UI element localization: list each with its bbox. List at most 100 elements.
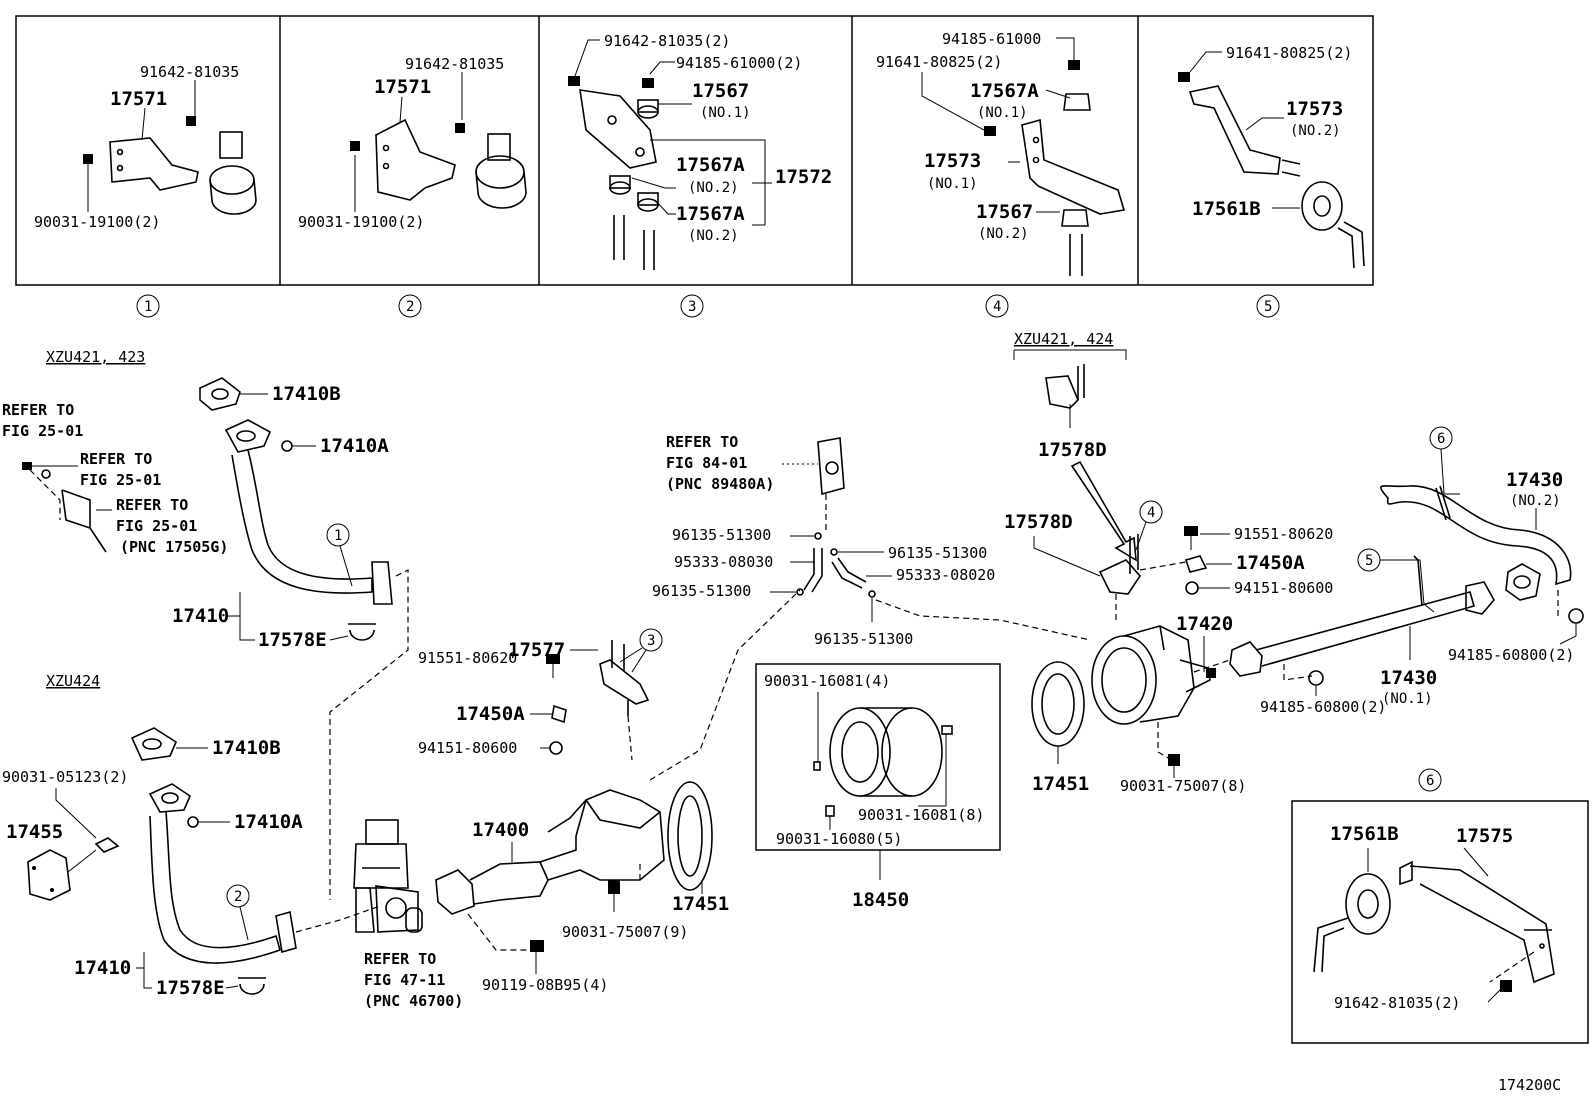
part-label: 90031-16081(8) xyxy=(858,806,984,824)
label: 94185-61000(2) xyxy=(676,54,802,72)
part-label: 90031-75007(9) xyxy=(562,923,688,941)
panel-index: 1 xyxy=(144,299,152,315)
part-label: 96135-51300 xyxy=(672,526,771,544)
panel-4: 94185-61000 91641-80825(2) 17567A (NO.1)… xyxy=(876,30,1126,276)
label: 91642-81035 xyxy=(405,55,504,73)
bracket-17571-drawing xyxy=(350,118,527,209)
part-label: 17451 xyxy=(1032,773,1089,795)
part-label: 94151-80600 xyxy=(418,739,517,757)
panel-3: 91642-81035(2) 94185-61000(2) 17567 (NO.… xyxy=(568,32,832,270)
label: 90031-19100(2) xyxy=(34,213,160,231)
refer-note: REFER TO xyxy=(80,450,152,468)
callout: 6 xyxy=(1437,431,1445,447)
label: 17573 xyxy=(924,150,981,172)
refer-note: FIG 47-11 xyxy=(364,971,445,989)
part-label: 17410 xyxy=(172,605,229,627)
variant-header: XZU424 xyxy=(46,672,100,690)
bracket-17573-no1-drawing xyxy=(984,60,1126,276)
part-label: 17410B xyxy=(212,737,281,759)
refer-note: (PNC 46700) xyxy=(364,992,463,1010)
part-label: 17578E xyxy=(156,977,225,999)
part-label: 96135-51300 xyxy=(888,544,987,562)
part-label: 17430 xyxy=(1506,469,1563,491)
part-label: 17575 xyxy=(1456,825,1513,847)
panel-index-row: 1 2 3 4 5 xyxy=(136,294,1280,318)
refer-note: FIG 25-01 xyxy=(2,422,83,440)
part-label: 17578E xyxy=(258,629,327,651)
part-label: 90031-75007(8) xyxy=(1120,777,1246,795)
catalyst-17420-group: XZU421, 424 17578D 17578D 4 91551-80620 … xyxy=(1004,330,1333,795)
callout: 4 xyxy=(1147,505,1155,521)
part-label: 95333-08030 xyxy=(674,553,773,571)
label: 91642-81035(2) xyxy=(604,32,730,50)
label: 17567A xyxy=(676,203,745,225)
part-label: 94185-60800(2) xyxy=(1448,646,1574,664)
label: 91641-80825(2) xyxy=(876,53,1002,71)
top-panel-strip xyxy=(15,15,1374,286)
part-label: 95333-08020 xyxy=(896,566,995,584)
part-label: 90119-08B95(4) xyxy=(482,976,608,994)
part-label: 17410B xyxy=(272,383,341,405)
part-label: 17450A xyxy=(1236,552,1305,574)
part-label: 18450 xyxy=(852,889,909,911)
panel-index: 2 xyxy=(406,299,414,315)
label: 17572 xyxy=(775,166,832,188)
refer-note: REFER TO xyxy=(2,401,74,419)
part-label: 90031-16081(4) xyxy=(764,672,890,690)
callout: 2 xyxy=(234,889,242,905)
label: 17571 xyxy=(110,88,167,110)
callout: 6 xyxy=(1426,773,1434,789)
refer-note: REFER TO xyxy=(116,496,188,514)
panel-index: 5 xyxy=(1264,299,1272,315)
bracket-17571-drawing xyxy=(83,116,257,215)
bracket-17577-group: 17577 3 91551-80620 17450A 94151-80600 xyxy=(418,628,663,761)
part-label: 17578D xyxy=(1038,439,1107,461)
part-label: 91551-80620 xyxy=(1234,525,1333,543)
part-label: 17410A xyxy=(320,435,389,457)
label: 90031-19100(2) xyxy=(298,213,424,231)
label: 17573 xyxy=(1286,98,1343,120)
muffler-17400-group: 17400 17451 90031-75007(9) 90119-08B95(4… xyxy=(435,589,801,994)
refer-note: FIG 25-01 xyxy=(80,471,161,489)
refer-note: FIG 84-01 xyxy=(666,454,747,472)
label: (NO.2) xyxy=(978,226,1029,242)
part-label: (NO.1) xyxy=(1382,691,1433,707)
part-label: 17400 xyxy=(472,819,529,841)
tail-pipe-17430-group: 94185-60800(2) 5 17430 (NO.1) 6 17430 (N… xyxy=(1193,426,1584,716)
part-label: 96135-51300 xyxy=(652,582,751,600)
label: 17567A xyxy=(970,80,1039,102)
label: 94185-61000 xyxy=(942,30,1041,48)
label: (NO.2) xyxy=(1290,123,1341,139)
variant-header: XZU421, 423 xyxy=(46,348,145,366)
label: (NO.1) xyxy=(700,105,751,121)
part-label: 17451 xyxy=(672,893,729,915)
part-label: 17578D xyxy=(1004,511,1073,533)
panel-1: 91642-81035 17571 90031-19100(2) xyxy=(34,63,257,231)
hose-group: REFER TO FIG 84-01 (PNC 89480A) 96135-51… xyxy=(652,433,1091,648)
panel-index: 3 xyxy=(688,299,696,315)
part-label: 91642-81035(2) xyxy=(1334,994,1460,1012)
panel-index: 4 xyxy=(993,299,1001,315)
part-label: 17455 xyxy=(6,821,63,843)
variant-header: XZU421, 424 xyxy=(1014,330,1113,348)
part-label: 17410A xyxy=(234,811,303,833)
callout: 3 xyxy=(647,633,655,649)
label: 17571 xyxy=(374,76,431,98)
callout: 5 xyxy=(1365,553,1373,569)
label: (NO.2) xyxy=(688,228,739,244)
part-label: 17430 xyxy=(1380,667,1437,689)
refer-note: (PNC 17505G) xyxy=(120,538,228,556)
part-label: 94185-60800(2) xyxy=(1260,698,1386,716)
sleeve-18450-group: 90031-16081(4) 90031-16081(8) 90031-1608… xyxy=(755,663,1001,911)
assembly-17572-drawing xyxy=(568,76,659,270)
refer-note: (PNC 89480A) xyxy=(666,475,774,493)
refer-note: FIG 25-01 xyxy=(116,517,197,535)
refer-note: REFER TO xyxy=(364,950,436,968)
part-label: 17410 xyxy=(74,957,131,979)
front-pipe-upper-group: XZU421, 423 REFER TO FIG 25-01 REFER TO … xyxy=(2,348,393,651)
part-label: 94151-80600 xyxy=(1234,579,1333,597)
part-label: 96135-51300 xyxy=(814,630,913,648)
label: 17561B xyxy=(1192,198,1261,220)
panel-5: 91641-80825(2) 17573 (NO.2) 17561B xyxy=(1178,44,1365,269)
